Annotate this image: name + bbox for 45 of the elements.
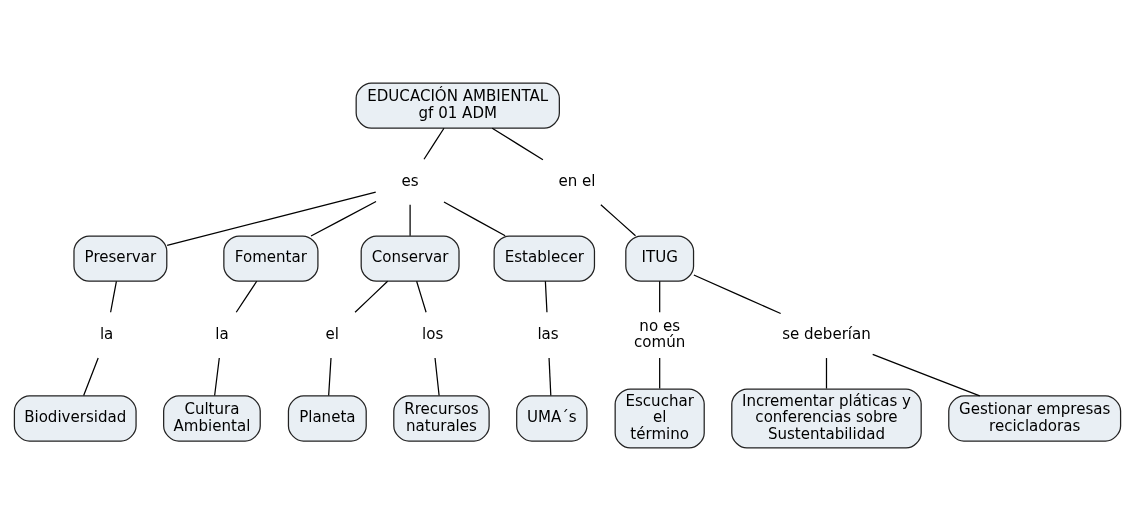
- node-box: UMA´s: [516, 395, 588, 442]
- connector: [434, 357, 440, 397]
- connector: [659, 357, 661, 390]
- connector: [409, 204, 411, 237]
- connector: [659, 280, 661, 313]
- node-box: Incrementar pláticas y conferencias sobre Sustentabilidad: [731, 388, 922, 449]
- connector: [354, 280, 389, 313]
- node-box: Cultura Ambiental: [163, 395, 261, 442]
- node-box: Rrecursos naturales: [393, 395, 490, 442]
- node-box: Establecer: [493, 235, 596, 282]
- connector: [491, 127, 544, 161]
- node-text: no es común: [634, 316, 686, 352]
- connector: [328, 357, 332, 397]
- connector: [214, 357, 220, 397]
- node-box: Planeta: [287, 395, 367, 442]
- node-box: Gestionar empresas recicladoras: [948, 395, 1122, 442]
- connector: [443, 201, 506, 237]
- connector: [166, 191, 377, 247]
- node-box: EDUCACIÓN AMBIENTAL gf 01 ADM: [355, 82, 560, 129]
- node-box: Escuchar el término: [614, 388, 705, 449]
- connector: [872, 353, 981, 397]
- node-box: Preservar: [73, 235, 168, 282]
- connector: [110, 280, 118, 313]
- node-text: en el: [558, 171, 596, 190]
- node-text: es: [401, 171, 419, 190]
- node-box: Fomentar: [223, 235, 319, 282]
- node-text: se deberían: [782, 324, 871, 343]
- node-text: las: [537, 324, 559, 343]
- connector: [693, 274, 782, 315]
- node-box: ITUG: [625, 235, 695, 282]
- connector: [416, 280, 427, 313]
- node-box: Biodiversidad: [13, 395, 137, 442]
- node-text: los: [422, 324, 444, 343]
- node-text: la: [99, 324, 114, 343]
- node-box: Conservar: [360, 235, 460, 282]
- connector: [544, 280, 548, 313]
- connector: [600, 204, 637, 237]
- connector: [83, 357, 99, 397]
- node-text: el: [325, 324, 340, 343]
- connector: [235, 280, 258, 313]
- connector: [548, 357, 552, 397]
- node-text: la: [215, 324, 229, 343]
- connector: [825, 357, 828, 390]
- connector: [310, 200, 377, 237]
- connector: [423, 127, 445, 160]
